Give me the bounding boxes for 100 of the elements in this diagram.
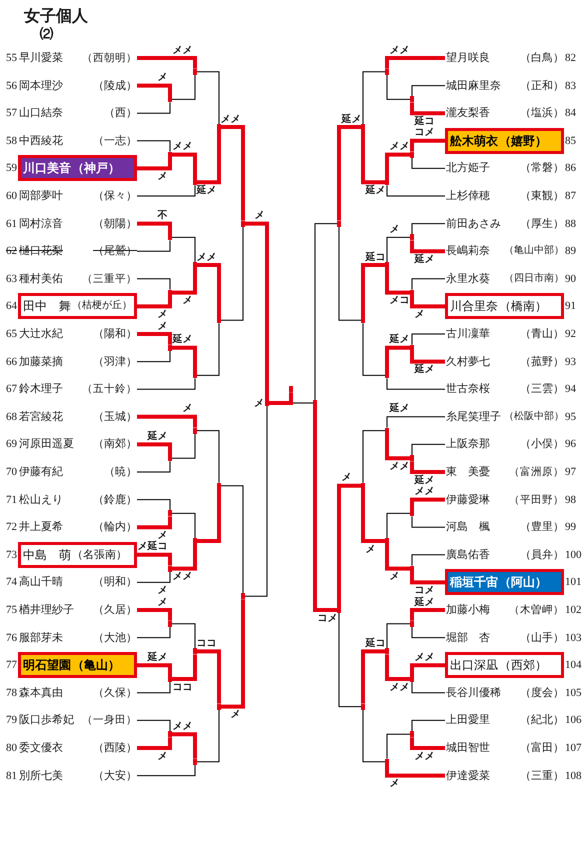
score-mark: 不 xyxy=(158,210,168,222)
entry-number: 68 xyxy=(5,410,17,424)
score-mark: メメ xyxy=(220,114,240,124)
player-name: 伊藤愛琳 xyxy=(446,492,490,507)
entry-number: 100 xyxy=(565,548,582,562)
entry-number: 90 xyxy=(565,272,577,286)
score-mark: メメ xyxy=(390,141,410,152)
school-name: （山手） xyxy=(520,630,564,645)
entry-number: 83 xyxy=(565,78,577,93)
score-mark: メ xyxy=(158,584,168,596)
bracket-junction xyxy=(168,510,172,516)
score-mark: メ xyxy=(342,472,352,484)
player-name: 松山えり xyxy=(19,492,63,507)
bracket-junction xyxy=(193,262,197,268)
school-name: （小俣） xyxy=(520,437,564,452)
bracket-line xyxy=(136,184,196,196)
score-mark: 延メ xyxy=(414,254,434,265)
score-mark: メ xyxy=(158,320,168,332)
bracket-line xyxy=(410,102,445,116)
bracket-line xyxy=(172,346,197,372)
bracket-junction xyxy=(361,482,365,489)
score-mark: 延コ xyxy=(366,252,386,262)
bracket-line xyxy=(136,350,170,362)
player-name: 阪口歩希妃 xyxy=(19,713,74,728)
school-name: （西郊） xyxy=(499,658,547,672)
player-name: 河原田遥夏 xyxy=(19,437,74,452)
player-name: 古川凜華 xyxy=(446,327,490,341)
bracket-line xyxy=(412,223,446,235)
score-mark: メ xyxy=(182,403,192,414)
bracket-line xyxy=(410,138,445,152)
bracket-line xyxy=(361,130,385,184)
bracket-line xyxy=(196,430,220,484)
entry-number: 60 xyxy=(5,189,17,203)
entry-number: 79 xyxy=(5,713,17,728)
bracket-line xyxy=(412,444,446,456)
score-mark: メメ xyxy=(172,720,192,732)
bracket-junction xyxy=(217,317,221,324)
player-name: 上杉倖穂 xyxy=(446,189,490,203)
bracket-line xyxy=(385,434,410,460)
entry-number: 71 xyxy=(5,492,17,507)
name-box xyxy=(18,542,137,568)
entry-number: 55 xyxy=(5,51,17,65)
school-name: （大安） xyxy=(93,768,137,783)
bracket-line xyxy=(136,140,170,152)
school-name: （明和） xyxy=(93,575,137,590)
title: 女子個人 xyxy=(24,6,88,26)
school-name: （名張南） xyxy=(72,548,127,562)
bracket-junction xyxy=(410,510,414,516)
player-name: 服部芽未 xyxy=(19,630,63,645)
score-mark: メ xyxy=(158,170,168,182)
score-mark: コメ xyxy=(414,127,434,138)
school-name: （一身田） xyxy=(82,713,137,728)
entry-number: 65 xyxy=(5,327,17,341)
school-name: （西） xyxy=(104,106,137,120)
school-name: （紀北） xyxy=(520,713,564,728)
bracket-line xyxy=(362,430,386,484)
entry-number: 106 xyxy=(565,713,582,728)
score-mark: メ xyxy=(390,224,400,235)
player-name: 中島 萌 xyxy=(23,548,71,562)
bracket-line xyxy=(136,764,196,776)
bracket-line xyxy=(137,332,172,345)
bracket-line xyxy=(136,499,170,511)
score-mark: ココ xyxy=(196,638,216,649)
bracket-line xyxy=(410,572,445,584)
school-name: （橋南） xyxy=(499,299,547,314)
bracket-junction xyxy=(193,68,197,75)
bracket-junction xyxy=(337,607,341,613)
bracket-line xyxy=(385,544,410,571)
bracket-junction xyxy=(410,566,414,572)
player-name: 長谷川優稀 xyxy=(446,686,501,700)
bracket-line xyxy=(412,682,446,694)
entry-number: 70 xyxy=(5,465,17,479)
school-name: （南郊） xyxy=(93,437,137,452)
bracket-junction xyxy=(168,344,172,351)
player-name: 望月咲良 xyxy=(446,51,490,65)
school-name: （輪内） xyxy=(93,520,137,534)
bracket-line xyxy=(172,544,197,571)
bracket-junction xyxy=(217,704,221,710)
score-mark: メ xyxy=(158,72,168,84)
player-name: 上阪奈那 xyxy=(446,437,490,452)
score-mark: 延コ xyxy=(414,116,434,127)
player-name: 伊達愛菜 xyxy=(446,768,490,783)
score-mark: メ xyxy=(158,750,168,762)
bracket-line xyxy=(221,125,245,221)
school-name: （阿山） xyxy=(499,575,547,590)
entry-number: 93 xyxy=(565,354,577,369)
bracket-junction xyxy=(410,96,414,102)
player-name: 大辻水紀 xyxy=(19,327,63,341)
score-mark: メ xyxy=(182,295,192,306)
bracket-line xyxy=(410,663,445,676)
bracket-line xyxy=(136,378,196,390)
bracket-line xyxy=(412,516,446,528)
score-mark: ココ xyxy=(172,682,192,692)
score-mark: メ xyxy=(414,308,424,320)
entry-number: 95 xyxy=(565,410,577,424)
school-name: （亀山） xyxy=(72,658,120,672)
player-name: 山口結奈 xyxy=(19,106,63,120)
entry-number: 77 xyxy=(5,658,17,672)
entry-number: 94 xyxy=(565,382,577,396)
school-name: （常磐） xyxy=(520,161,564,176)
